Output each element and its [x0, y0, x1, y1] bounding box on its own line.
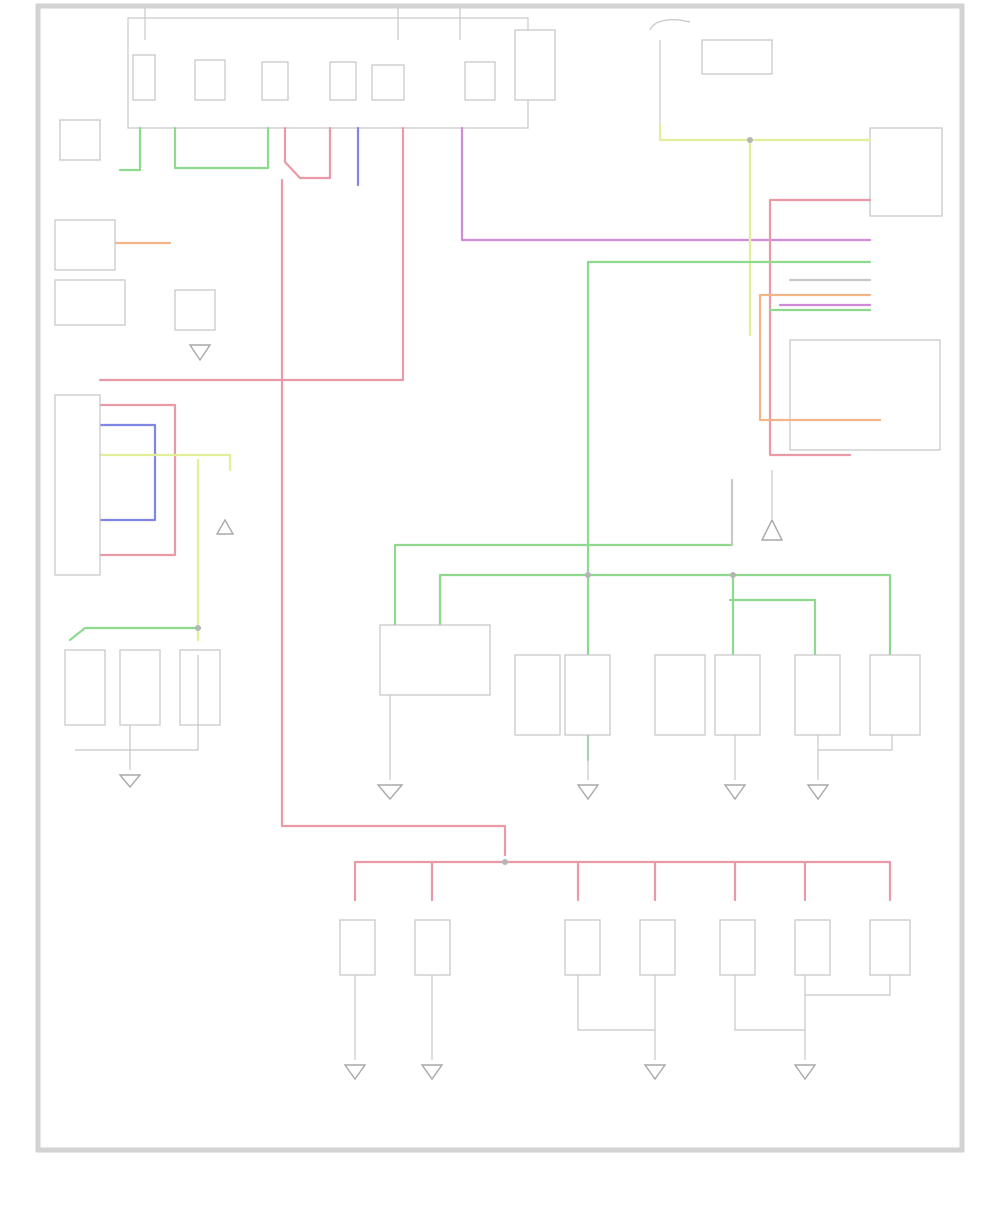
- wire-red-main: [280, 178, 507, 857]
- left-bulb-group: [64, 649, 221, 789]
- fuse-5: [464, 61, 496, 101]
- wire-yellow-1: [658, 123, 872, 142]
- wire-red-1: [283, 126, 332, 180]
- fuse-note-box: [514, 29, 556, 101]
- wire-green-6: [393, 543, 734, 642]
- wire-red-4: [98, 403, 177, 557]
- wire-red-bus: [353, 860, 892, 902]
- junction-dots: [195, 137, 753, 865]
- wire-green-1: [118, 126, 142, 172]
- fuse-2: [261, 61, 289, 101]
- left-switch-group: [54, 119, 235, 576]
- wire-green-7: [438, 573, 892, 662]
- bottom-bulb-group: [339, 919, 911, 1081]
- wire-green-2: [173, 126, 270, 170]
- middle-bulb-group: [514, 654, 921, 801]
- wire-blue-2: [98, 423, 157, 522]
- wire-yellow-3: [98, 453, 232, 472]
- relay-1: [194, 59, 226, 101]
- right-module: [760, 127, 943, 541]
- wire-green-5: [68, 626, 202, 642]
- ignition-switch-block: [649, 19, 773, 125]
- fuse-1: [132, 54, 156, 101]
- fuse-3: [329, 61, 357, 101]
- wire-green-3: [586, 260, 872, 762]
- wire-red-2: [98, 126, 405, 382]
- wire-red-3: [768, 198, 872, 457]
- wire-violet-1: [460, 126, 872, 242]
- diagram-frame: [35, 3, 965, 1153]
- fuse-4: [371, 64, 405, 101]
- fuse-block: [127, 8, 556, 129]
- combination-switch: [376, 624, 491, 801]
- wire-orange-1: [758, 293, 882, 422]
